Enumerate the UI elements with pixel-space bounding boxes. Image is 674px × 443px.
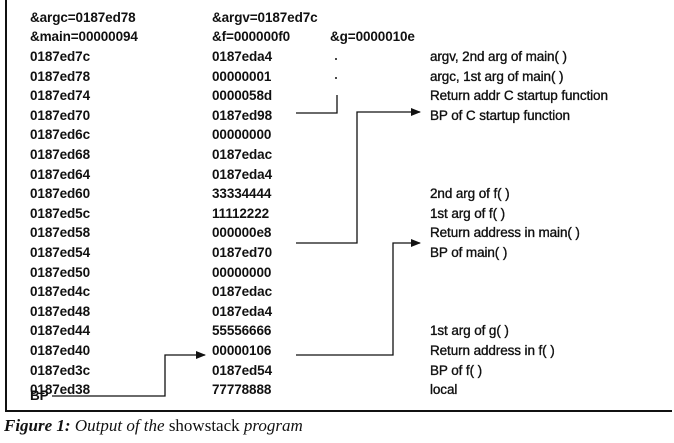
stack-address: 0187ed48 (30, 303, 91, 319)
stack-address: 0187ed38 (30, 382, 91, 398)
stack-address: 0187ed74 (30, 88, 91, 104)
stack-value: 00000001 (212, 68, 272, 84)
stack-note: Return address in f( ) (430, 343, 555, 358)
arrow-bp-to-0187ed54 (52, 351, 206, 397)
stack-note: Return addr C startup function (430, 88, 608, 104)
stack-value: 0187ed70 (212, 245, 273, 260)
stack-value: 0187eda4 (212, 166, 273, 182)
stack-value: 11112222 (212, 205, 270, 221)
stack-address: 0187ed44 (30, 323, 91, 339)
stack-note: Return address in main( ) (430, 225, 580, 241)
arrow-to-bp-c-startup (296, 108, 421, 244)
stack-note: 1st arg of g( ) (430, 323, 509, 339)
stack-address: 0187ed6c (30, 127, 91, 143)
stack-address: 0187ed5c (30, 205, 91, 221)
figure-frame (5, 0, 672, 412)
caption-label: Figure 1: (4, 416, 71, 435)
stack-note: local (430, 382, 458, 398)
stack-value: 00000000 (212, 127, 272, 143)
stack-address: 0187ed70 (30, 107, 91, 123)
stack-note: BP of C startup function (430, 107, 570, 123)
f-address: &f=000000f0 (212, 29, 291, 44)
stack-address: 0187ed68 (30, 147, 91, 162)
stack-value: 0187edac (212, 147, 273, 162)
stack-address: 0187ed78 (30, 68, 91, 84)
stack-note: 2nd arg of f( ) (430, 186, 510, 202)
arrow-startup-dots (296, 58, 338, 114)
arrow-to-bp-main (296, 239, 421, 356)
stack-value: 0187edac (212, 284, 273, 300)
stack-note: 1st arg of f( ) (430, 205, 506, 221)
stack-address: 0187ed58 (30, 225, 91, 241)
stack-address: 0187ed60 (30, 186, 91, 202)
stack-address: 0187ed7c (30, 49, 91, 64)
stack-value: 0187eda4 (212, 303, 273, 319)
stack-value: 33334444 (212, 186, 272, 202)
stack-address: 0187ed40 (30, 343, 91, 358)
stack-value: 55556666 (212, 323, 272, 339)
argc-address: &argc=0187ed78 (30, 10, 136, 25)
caption-text-2: program (239, 416, 303, 435)
stack-address: 0187ed64 (30, 166, 91, 182)
stack-value: 0187ed54 (212, 362, 273, 378)
figure-caption: Figure 1: Output of the showstack progra… (4, 416, 303, 436)
g-address: &g=0000010e (330, 29, 415, 44)
argv-address: &argv=0187ed7c (212, 10, 318, 25)
stack-value: 0187eda4 (212, 49, 273, 64)
main-address: &main=00000094 (30, 29, 138, 44)
stack-address: 0187ed54 (30, 245, 91, 260)
caption-text-1: Output of the (70, 416, 169, 435)
stack-note: argv, 2nd arg of main( ) (430, 49, 567, 64)
stack-address: 0187ed4c (30, 284, 91, 300)
stack-note: BP of f( ) (430, 362, 483, 378)
caption-program-name: showstack (168, 416, 240, 435)
stack-value: 0000058d (212, 88, 273, 104)
stack-value: 00000106 (212, 343, 272, 358)
stack-value: 00000000 (212, 264, 272, 280)
bp-label: BP (30, 388, 49, 403)
stack-address: 0187ed3c (30, 362, 91, 378)
stack-value: 000000e8 (212, 225, 272, 241)
stack-value: 77778888 (212, 382, 272, 398)
stack-note: argc, 1st arg of main( ) (430, 68, 564, 84)
stack-address: 0187ed50 (30, 264, 91, 280)
stack-note: BP of main( ) (430, 245, 508, 260)
stack-value: 0187ed98 (212, 107, 273, 123)
